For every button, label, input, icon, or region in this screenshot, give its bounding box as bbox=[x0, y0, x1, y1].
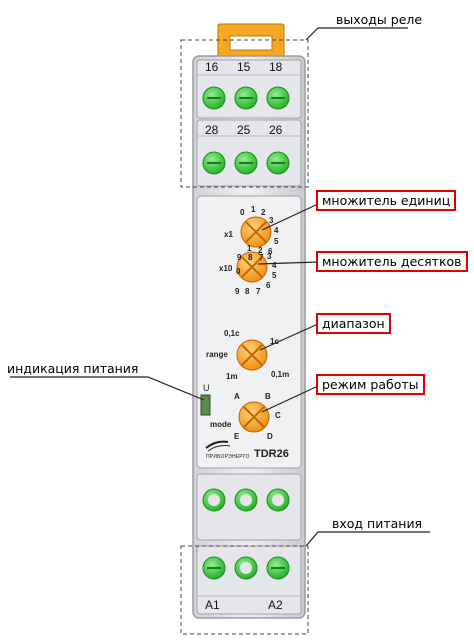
dial-option: 1m bbox=[226, 372, 238, 381]
dial-label: x10 bbox=[219, 264, 233, 273]
brand-logo bbox=[205, 440, 231, 452]
din-clip bbox=[217, 23, 285, 59]
callout-power-indication: индикация питания bbox=[7, 361, 139, 376]
dial-label: x1 bbox=[224, 230, 233, 239]
dial-option: 1c bbox=[270, 337, 279, 346]
terminal-label-a2: A2 bbox=[268, 598, 283, 612]
dial-digit: 8 bbox=[245, 287, 250, 296]
terminal-screw-25 bbox=[234, 151, 258, 175]
dial-digit: 7 bbox=[256, 287, 261, 296]
dial-option: 0,1m bbox=[271, 370, 290, 379]
terminal-screw-16 bbox=[202, 86, 226, 110]
led-label: U bbox=[203, 383, 210, 393]
dial-digit: 3 bbox=[267, 252, 272, 261]
dial-digit: 5 bbox=[272, 271, 277, 280]
terminal-screw-15 bbox=[234, 86, 258, 110]
dial-digit: 1 bbox=[251, 205, 256, 214]
callout-range: диапазон bbox=[316, 313, 391, 334]
terminal-screw-18 bbox=[266, 86, 290, 110]
power-input-region bbox=[180, 545, 309, 635]
dial-digit: 0 bbox=[240, 208, 245, 217]
terminal-row-power bbox=[202, 556, 290, 580]
callout-power-input: вход питания bbox=[332, 516, 423, 531]
dial-label: range bbox=[206, 350, 228, 359]
terminal-label: 16 bbox=[205, 60, 219, 74]
dial-option: D bbox=[267, 432, 273, 441]
dial-digit: 6 bbox=[266, 281, 271, 290]
dial-digit: 2 bbox=[261, 208, 266, 217]
dial-mode[interactable] bbox=[238, 401, 270, 433]
callout-relay-outputs: выходы реле bbox=[336, 12, 423, 27]
terminal-screw-a1 bbox=[202, 556, 226, 580]
terminal-row-2 bbox=[202, 151, 290, 175]
ring-terminal bbox=[234, 556, 258, 580]
dial-digit: 7 bbox=[259, 253, 264, 262]
dial-digit: 0 bbox=[236, 267, 241, 276]
terminal-screw-28 bbox=[202, 151, 226, 175]
relay-outputs-region bbox=[180, 39, 309, 188]
dial-option: 0,1c bbox=[224, 329, 240, 338]
dial-digit: 3 bbox=[269, 216, 274, 225]
dial-digit: 1 bbox=[247, 244, 252, 253]
dial-digit: 4 bbox=[274, 226, 279, 235]
dial-digit: 4 bbox=[272, 261, 277, 270]
terminal-label: 18 bbox=[269, 60, 283, 74]
dial-range[interactable] bbox=[236, 339, 268, 371]
dial-digit: 8 bbox=[248, 253, 253, 262]
terminal-label: 26 bbox=[269, 123, 283, 137]
dial-digit: 2 bbox=[258, 246, 263, 255]
dial-x10[interactable] bbox=[236, 251, 268, 283]
terminal-label: 15 bbox=[237, 60, 251, 74]
callout-mode: режим работы bbox=[316, 374, 425, 395]
dial-option: A bbox=[234, 392, 240, 401]
model-name: TDR26 bbox=[254, 448, 289, 460]
dial-option: B bbox=[265, 392, 271, 401]
terminal-ring-row bbox=[202, 488, 290, 512]
terminal-screw-a2 bbox=[266, 556, 290, 580]
dial-digit: 5 bbox=[274, 237, 279, 246]
leader-lines bbox=[10, 27, 430, 547]
dial-digit: 6 bbox=[268, 247, 273, 256]
dial-digit: 9 bbox=[235, 287, 240, 296]
terminal-row-1 bbox=[202, 86, 290, 110]
dial-x1[interactable] bbox=[240, 216, 272, 248]
callout-tens-multiplier: множитель десятков bbox=[316, 251, 468, 272]
dial-label: mode bbox=[210, 420, 232, 429]
terminal-screw-26 bbox=[266, 151, 290, 175]
dial-option: C bbox=[275, 411, 281, 420]
terminal-label-a1: A1 bbox=[205, 598, 220, 612]
callout-unit-multiplier: множитель единиц bbox=[316, 190, 457, 211]
terminal-label: 28 bbox=[205, 123, 219, 137]
power-led bbox=[200, 394, 211, 416]
terminal-label: 25 bbox=[237, 123, 251, 137]
dial-option: E bbox=[234, 432, 240, 441]
dial-digit: 9 bbox=[237, 253, 242, 262]
brand-name: ПРИБОРЭНЕРГО bbox=[206, 454, 250, 460]
